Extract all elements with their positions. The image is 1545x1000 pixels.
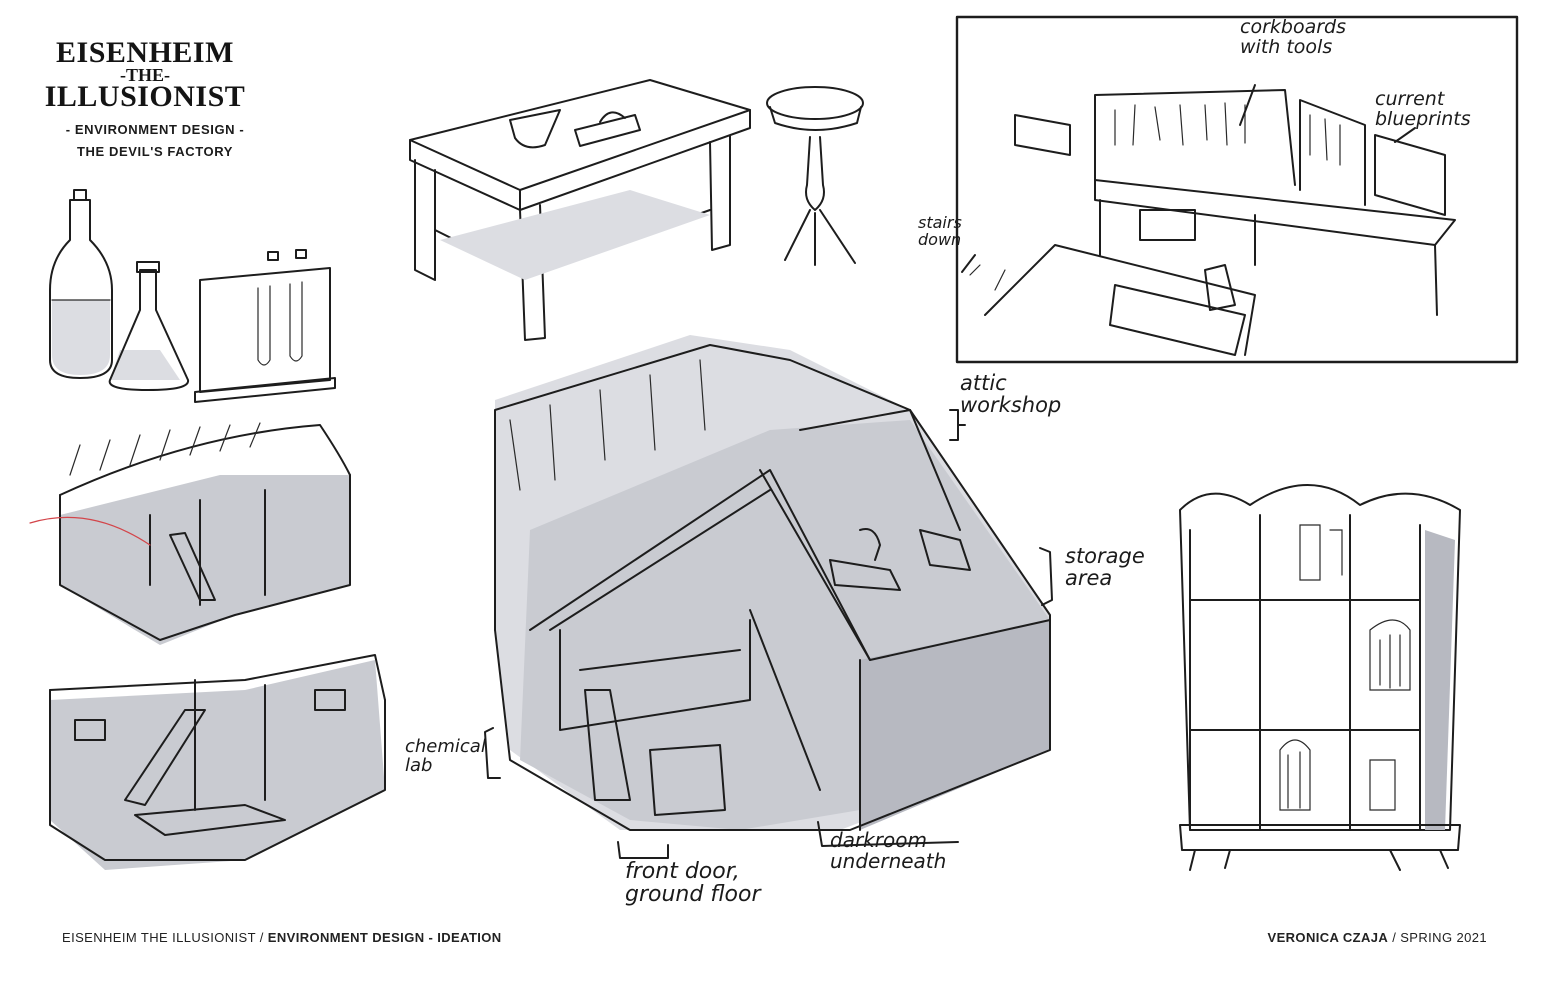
cutaway-sketch-lower (49, 654, 386, 870)
annotation-front-door: front door, ground floor (625, 859, 761, 908)
glassware-sketch (49, 189, 336, 403)
annotation-darkroom: darkroom underneath (830, 828, 947, 873)
footer-date: / SPRING 2021 (1388, 930, 1487, 945)
pedestal-table-sketch (766, 86, 864, 266)
annotation-corkboards: corkboards with tools (1240, 16, 1346, 58)
logo-title-line3: ILLUSIONIST (44, 80, 246, 113)
subtitle-devils-factory: THE DEVIL'S FACTORY (76, 144, 234, 159)
subtitle-environment-design: - ENVIRONMENT DESIGN - (65, 122, 245, 137)
footer-right: VERONICA CZAJA / SPRING 2021 (1268, 930, 1488, 945)
annotation-chemical-lab: chemical lab (405, 736, 486, 776)
annotation-attic-workshop: attic workshop (960, 371, 1062, 418)
footer-project-title: EISENHEIM THE ILLUSIONIST / (62, 930, 268, 945)
annotation-blueprints: current blueprints (1375, 88, 1471, 130)
annotation-stairs: stairs down (918, 213, 962, 249)
logo-title-line2: -THE- (119, 65, 170, 85)
attic-workshop-panel (955, 15, 1519, 364)
logo-title-line1: EISENHEIM (56, 36, 234, 69)
cutaway-sketch-upper (29, 422, 351, 645)
annotation-storage-area: storage area (1065, 544, 1145, 591)
workbench-sketch (409, 79, 751, 341)
cabinet-sketch (1179, 484, 1461, 871)
footer-section-title: ENVIRONMENT DESIGN - IDEATION (267, 930, 502, 945)
footer-left: EISENHEIM THE ILLUSIONIST / ENVIRONMENT … (62, 930, 502, 945)
footer-author: VERONICA CZAJA (1267, 930, 1389, 945)
main-factory-sketch (494, 335, 1051, 831)
